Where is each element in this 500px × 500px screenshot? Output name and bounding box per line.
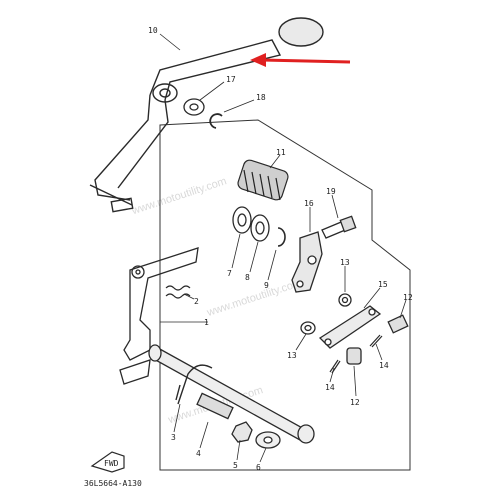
callout-8: 8: [245, 273, 250, 282]
lever-16: [291, 231, 323, 293]
washer-13-lower: [300, 321, 316, 335]
rod-15: [318, 305, 382, 349]
washer-8: [250, 214, 270, 242]
callout-16: 16: [304, 199, 314, 208]
cotter-pin-14a: [329, 359, 341, 374]
fwd-arrow-icon: FWD: [90, 451, 125, 473]
washer-13-upper: [338, 293, 352, 307]
callout-12-upper: 12: [403, 293, 413, 302]
callout-11: 11: [276, 148, 286, 157]
clip-9: [277, 227, 286, 247]
callout-12-lower: 12: [350, 398, 360, 407]
callout-9: 9: [264, 281, 269, 290]
pin-12-upper: [387, 314, 409, 334]
callout-6: 6: [256, 463, 261, 472]
pin-12-lower: [346, 347, 362, 365]
lever-3: [175, 364, 213, 405]
callout-13-lower: 13: [287, 351, 297, 360]
leader-lines: [159, 33, 407, 463]
highlight-arrow: [250, 53, 351, 67]
callout-7: 7: [227, 269, 232, 278]
return-spring-11: [237, 159, 289, 201]
bolt-19: [321, 215, 357, 239]
nut-5: [231, 421, 253, 443]
fwd-label: FWD: [104, 459, 119, 468]
bracket-1: [119, 247, 199, 385]
callout-15: 15: [378, 280, 388, 289]
callout-19: 19: [326, 187, 336, 196]
callout-14-left: 14: [325, 383, 335, 392]
bolt-4: [196, 392, 234, 420]
clip-18: [209, 113, 223, 129]
callouts: 10 17 18 11 19 16 7 8 9 13 2 1 15 12 13 …: [148, 26, 413, 472]
callout-17: 17: [226, 75, 236, 84]
washer-17: [183, 98, 205, 116]
spring-2: [165, 285, 191, 299]
callout-2: 2: [194, 297, 199, 306]
diagram-code: 36L5664-A130: [84, 479, 142, 488]
washer-6: [255, 431, 281, 449]
assembly-outline: [159, 119, 411, 471]
callout-18: 18: [256, 93, 266, 102]
callout-4: 4: [196, 449, 201, 458]
callout-14-right: 14: [379, 361, 389, 370]
callout-3: 3: [171, 433, 176, 442]
callout-1: 1: [204, 318, 209, 327]
cotter-pin-14b: [369, 334, 383, 348]
watermark-1: www.motoutility.com: [130, 175, 229, 217]
callout-10: 10: [148, 26, 158, 35]
callout-5: 5: [233, 461, 238, 470]
callout-13-upper: 13: [340, 258, 350, 267]
washer-7: [232, 206, 252, 234]
brake-pedal-arm: [89, 17, 324, 213]
watermark-2: www.motoutility.com: [205, 277, 304, 319]
